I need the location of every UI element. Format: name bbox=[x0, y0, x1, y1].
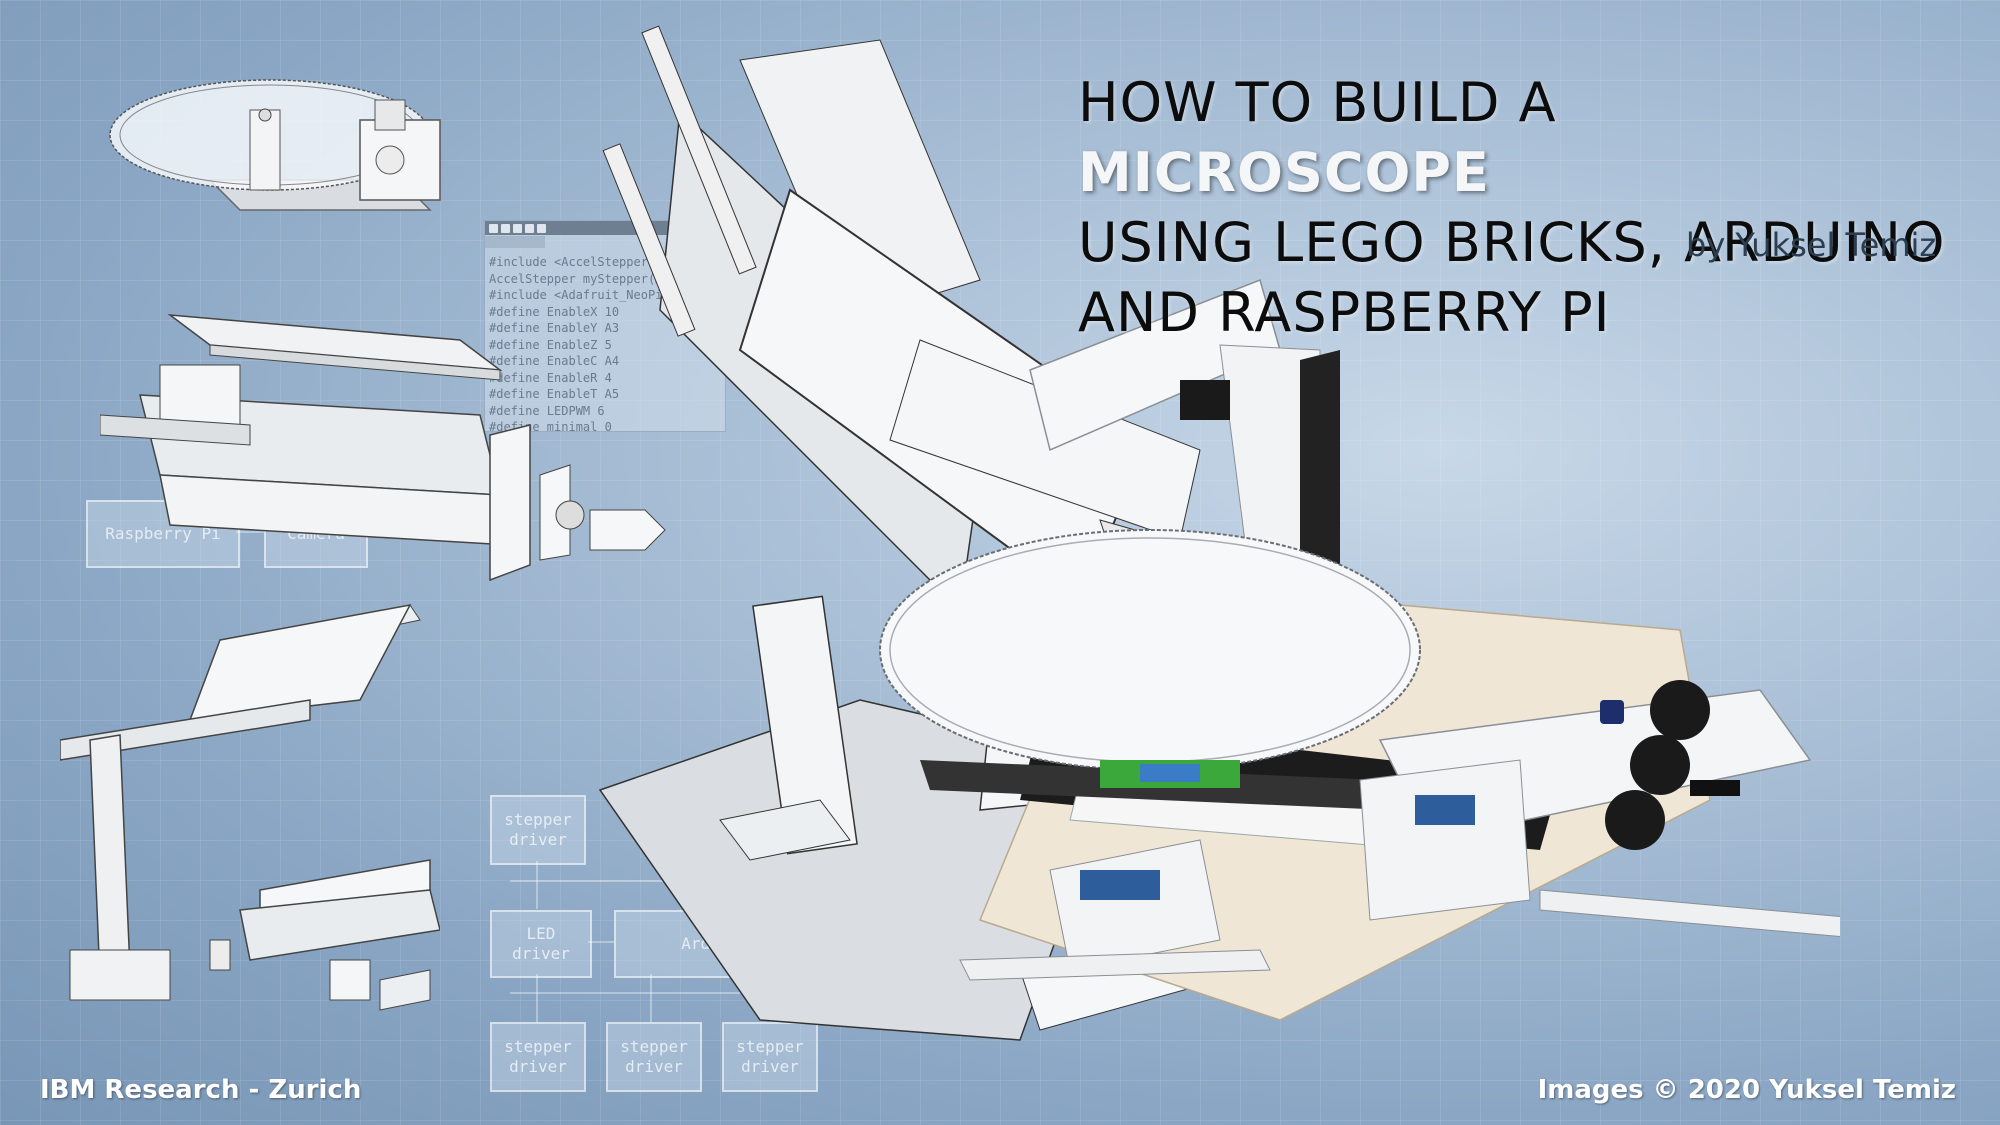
diagram-wire bbox=[510, 992, 810, 994]
stepper-driver-block-1: stepper driver bbox=[490, 1022, 586, 1092]
diagram-wire bbox=[236, 531, 264, 533]
copyright-label: Images © 2020 Yuksel Temiz bbox=[1537, 1075, 1956, 1105]
author-byline: by Yuksel Temiz bbox=[1686, 226, 1937, 264]
stepper-driver-block-3: stepper driver bbox=[722, 1022, 818, 1092]
diagram-wire bbox=[588, 941, 614, 943]
title-line2: USING LEGO BRICKS, ARDUINO bbox=[1078, 211, 1946, 274]
code-editor-toolbar bbox=[485, 221, 725, 235]
diagram-wire bbox=[536, 861, 538, 909]
illumination-arm-illustration bbox=[60, 603, 440, 1011]
stepper-driver-block-2: stepper driver bbox=[606, 1022, 702, 1092]
title-highlight: MICROSCOPE bbox=[1078, 141, 1490, 204]
stepper-driver-top-block: stepper driver bbox=[490, 795, 586, 865]
title-line3: AND RASPBERRY PI bbox=[1078, 281, 1611, 344]
led-driver-block: LED driver bbox=[490, 910, 592, 978]
diagram-wire bbox=[536, 974, 538, 1022]
organization-label: IBM Research - Zurich bbox=[40, 1075, 362, 1105]
diagram-wire bbox=[650, 974, 652, 1022]
title-line1-prefix: HOW TO BUILD A bbox=[1078, 71, 1557, 134]
code-editor-tab bbox=[485, 236, 545, 248]
diagram-wire bbox=[510, 880, 720, 882]
code-lines: #include <AccelStepper.h>AccelStepper my… bbox=[489, 255, 685, 434]
rotation-stage-illustration bbox=[109, 79, 441, 211]
camera-module-illustration bbox=[100, 314, 666, 582]
microscope-illustration bbox=[598, 25, 1840, 1041]
page-title: HOW TO BUILD A MICROSCOPE USING LEGO BRI… bbox=[1078, 68, 1958, 348]
